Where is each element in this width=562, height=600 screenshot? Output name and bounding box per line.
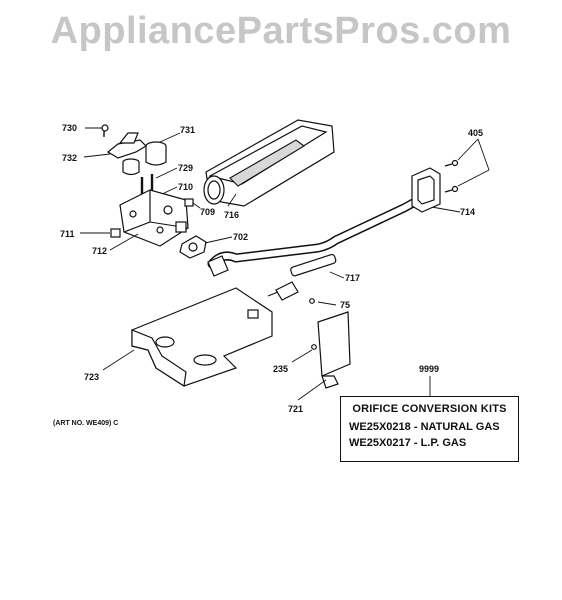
label-709: 709	[200, 207, 215, 217]
part-717-igniter	[267, 253, 345, 301]
kit-separator: -	[413, 437, 418, 449]
label-716: 716	[224, 210, 239, 220]
part-716-burner	[203, 119, 335, 207]
label-731: 731	[180, 125, 195, 135]
label-9999: 9999	[419, 364, 439, 374]
part-714-gas-tube	[207, 193, 461, 277]
label-723: 723	[84, 372, 99, 382]
kit-row: WE25X0217 - L.P. GAS	[349, 435, 510, 451]
label-405: 405	[468, 128, 483, 138]
label-717: 717	[345, 273, 360, 283]
label-721: 721	[288, 404, 303, 414]
label-732: 732	[62, 153, 77, 163]
part-723-mounting-plate	[102, 287, 273, 388]
label-710: 710	[178, 182, 193, 192]
label-714: 714	[460, 207, 475, 217]
part-75-screw	[309, 298, 337, 306]
label-75: 75	[340, 300, 350, 310]
part-711-screw	[80, 228, 121, 238]
part-702-fitting	[179, 235, 233, 259]
kit-row: WE25X0218 - NATURAL GAS	[349, 419, 510, 435]
part-731-732-solenoid-bracket	[83, 132, 181, 176]
label-702: 702	[233, 232, 248, 242]
part-709-fitting	[184, 198, 201, 209]
part-405-bracket-screws	[411, 138, 490, 213]
art-number: (ART NO. WE409) C	[53, 420, 119, 427]
label-711: 711	[60, 229, 75, 239]
label-712: 712	[92, 246, 107, 256]
watermark-text: AppliancePartsPros.com	[50, 10, 512, 52]
label-235: 235	[273, 364, 288, 374]
kit-separator: -	[413, 421, 418, 433]
part-730-screw	[85, 124, 109, 137]
kit-title: ORIFICE CONVERSION KITS	[352, 403, 507, 415]
label-730: 730	[62, 123, 77, 133]
part-721-bracket	[291, 311, 351, 401]
kit-part-number: WE25X0218	[349, 421, 411, 433]
kit-description: NATURAL GAS	[420, 421, 500, 433]
kit-part-number: WE25X0217	[349, 437, 411, 449]
kit-description: L.P. GAS	[420, 437, 467, 449]
orifice-kit-box: ORIFICE CONVERSION KITS WE25X0218 - NATU…	[340, 396, 519, 462]
label-729: 729	[178, 163, 193, 173]
part-712-gas-valve	[109, 189, 189, 251]
